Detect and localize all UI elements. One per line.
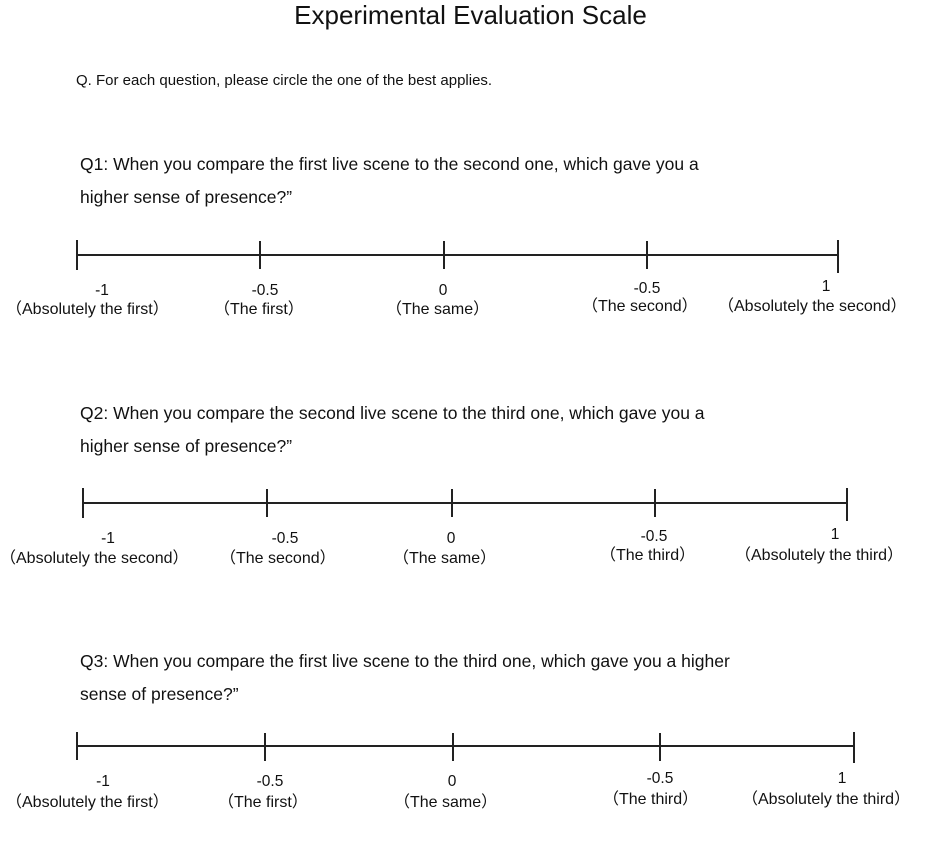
scale-axis-line: [76, 745, 854, 747]
scale-value-3[interactable]: 0: [447, 773, 457, 790]
scale-label-4[interactable]: （The second）: [582, 298, 698, 315]
scale-label-5[interactable]: （Absolutely the third）: [735, 547, 904, 564]
scale-value-3[interactable]: 0: [438, 282, 448, 299]
scale-label-1[interactable]: （Absolutely the second）: [0, 550, 189, 567]
scale-value-4[interactable]: -0.5: [633, 280, 661, 297]
scale-q2: -1 -0.5 0 -0.5 1 （Absolutely the second）…: [0, 488, 941, 598]
scale-tick-1: [82, 488, 84, 518]
question-1-line1: Q1: When you compare the first live scen…: [80, 154, 699, 174]
scale-value-1[interactable]: -1: [95, 282, 109, 299]
scale-value-2[interactable]: -0.5: [251, 282, 279, 299]
scale-label-5[interactable]: （Absolutely the third）: [742, 791, 911, 808]
question-2-line1: Q2: When you compare the second live sce…: [80, 403, 705, 423]
scale-tick-4: [659, 733, 661, 761]
question-3-line2: sense of presence?”: [80, 684, 239, 704]
scale-label-3[interactable]: （The same）: [393, 550, 497, 567]
question-3: Q3: When you compare the first live scen…: [80, 645, 840, 711]
scale-tick-2: [266, 489, 268, 517]
scale-value-1[interactable]: -1: [96, 773, 110, 790]
question-2-line2: higher sense of presence?”: [80, 436, 293, 456]
scale-tick-5: [853, 732, 855, 763]
scale-label-3[interactable]: （The same）: [394, 794, 498, 811]
scale-tick-3: [451, 489, 453, 517]
page-title: Experimental Evaluation Scale: [294, 0, 647, 30]
scale-tick-3: [443, 241, 445, 269]
scale-tick-3: [452, 733, 454, 761]
scale-label-1[interactable]: （Absolutely the first）: [6, 301, 169, 318]
scale-label-3[interactable]: （The same）: [386, 301, 490, 318]
scale-label-2[interactable]: （The second）: [220, 550, 336, 567]
scale-value-4[interactable]: -0.5: [640, 528, 668, 545]
scale-label-2[interactable]: （The first）: [218, 794, 308, 811]
scale-tick-2: [259, 241, 261, 269]
scale-axis-line: [76, 254, 838, 256]
scale-tick-5: [837, 240, 839, 273]
scale-label-1[interactable]: （Absolutely the first）: [6, 794, 169, 811]
scale-value-4[interactable]: -0.5: [646, 770, 674, 787]
scale-tick-2: [264, 733, 266, 761]
scale-label-2[interactable]: （The first）: [214, 301, 304, 318]
scale-value-5[interactable]: 1: [837, 770, 847, 787]
scale-q1: -1 -0.5 0 -0.5 1 （Absolutely the first） …: [0, 240, 941, 350]
scale-tick-5: [846, 488, 848, 521]
scale-q3: -1 -0.5 0 -0.5 1 （Absolutely the first） …: [0, 732, 941, 842]
scale-label-4[interactable]: （The third）: [600, 547, 696, 564]
scale-value-2[interactable]: -0.5: [256, 773, 284, 790]
scale-label-5[interactable]: （Absolutely the second）: [718, 298, 907, 315]
scale-tick-1: [76, 240, 78, 270]
scale-tick-1: [76, 732, 78, 760]
question-1: Q1: When you compare the first live scen…: [80, 148, 840, 214]
scale-value-2[interactable]: -0.5: [271, 530, 299, 547]
scale-axis-line: [82, 502, 847, 504]
scale-tick-4: [646, 241, 648, 269]
question-3-line1: Q3: When you compare the first live scen…: [80, 651, 730, 671]
scale-value-3[interactable]: 0: [446, 530, 456, 547]
instruction-text: Q. For each question, please circle the …: [76, 72, 493, 89]
scale-value-1[interactable]: -1: [101, 530, 115, 547]
scale-label-4[interactable]: （The third）: [603, 791, 699, 808]
question-2: Q2: When you compare the second live sce…: [80, 397, 840, 463]
scale-tick-4: [654, 489, 656, 517]
scale-value-5[interactable]: 1: [830, 526, 840, 543]
scale-value-5[interactable]: 1: [821, 278, 831, 295]
question-1-line2: higher sense of presence?”: [80, 187, 293, 207]
